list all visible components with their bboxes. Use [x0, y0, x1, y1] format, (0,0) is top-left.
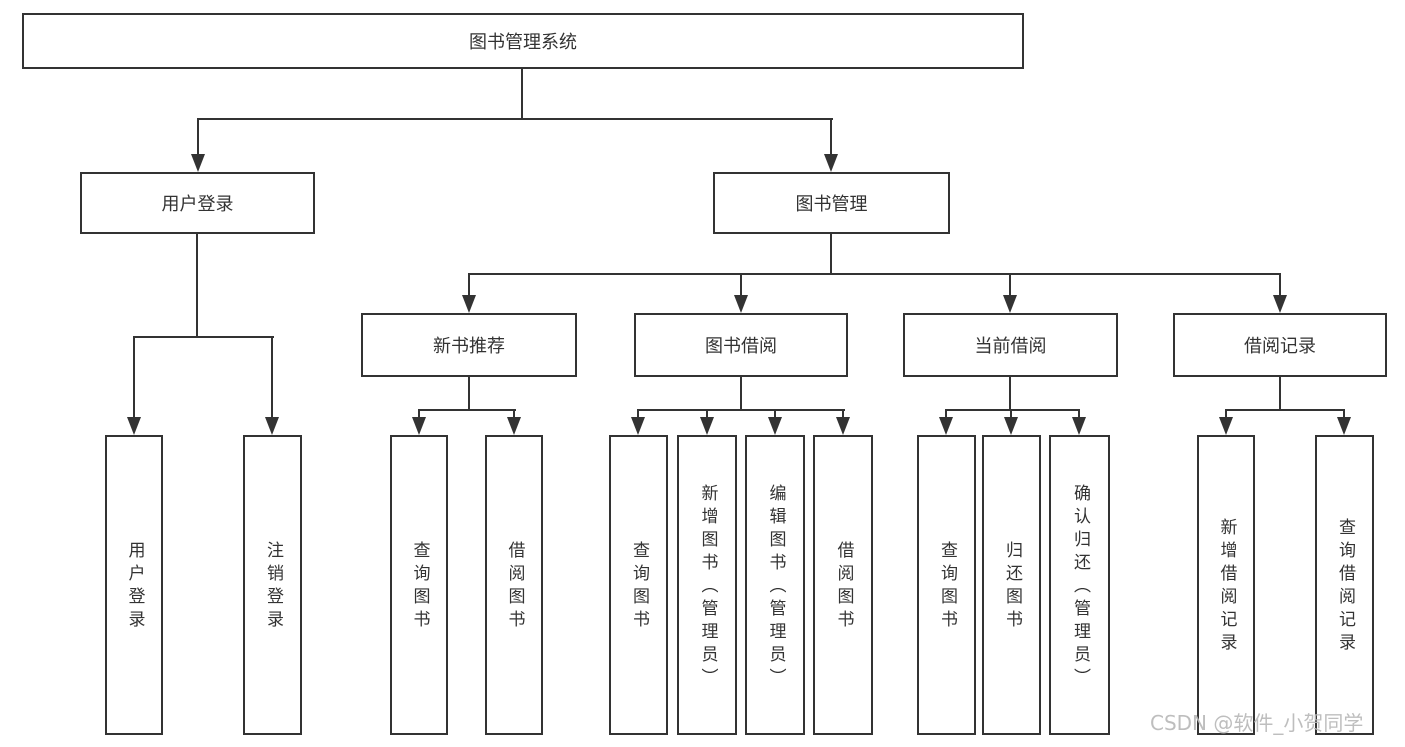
connector-line	[521, 69, 523, 118]
connector-line	[945, 409, 1080, 411]
arrow-down-icon	[265, 336, 279, 435]
connector-line	[1225, 409, 1345, 411]
arrow-down-icon	[412, 409, 426, 435]
connector-line	[196, 234, 198, 336]
arrow-down-icon	[127, 336, 141, 435]
arrow-down-icon	[462, 273, 476, 313]
arrow-down-icon	[1337, 409, 1351, 435]
node-leaf-user-login: 用户登录	[105, 435, 163, 735]
arrow-down-icon	[1273, 273, 1287, 313]
arrow-down-icon	[631, 409, 645, 435]
node-root-book-management-system: 图书管理系统	[22, 13, 1024, 69]
arrow-down-icon	[1004, 409, 1018, 435]
connector-line	[468, 377, 470, 409]
node-leaf-query-books-3: 查询图书	[917, 435, 976, 735]
node-leaf-return-books: 归还图书	[982, 435, 1041, 735]
node-leaf-query-books-2: 查询图书	[609, 435, 668, 735]
arrow-down-icon	[939, 409, 953, 435]
connector-line	[133, 336, 274, 338]
node-leaf-query-borrow-record: 查询借阅记录	[1315, 435, 1374, 735]
connector-line	[1279, 377, 1281, 409]
node-book-management: 图书管理	[713, 172, 950, 234]
arrow-down-icon	[836, 409, 850, 435]
watermark-text: CSDN @软件_小贺同学	[1150, 711, 1364, 735]
arrow-down-icon	[734, 273, 748, 313]
connector-line	[468, 273, 1281, 275]
node-leaf-query-books-1: 查询图书	[390, 435, 448, 735]
node-current-borrowing: 当前借阅	[903, 313, 1118, 377]
node-leaf-edit-books-admin: 编辑图书（管理员）	[745, 435, 805, 735]
node-leaf-add-borrow-record: 新增借阅记录	[1197, 435, 1255, 735]
arrow-down-icon	[700, 409, 714, 435]
arrow-down-icon	[824, 118, 838, 172]
node-leaf-add-books-admin: 新增图书（管理员）	[677, 435, 737, 735]
node-book-borrowing: 图书借阅	[634, 313, 848, 377]
node-leaf-borrow-books-1: 借阅图书	[485, 435, 543, 735]
node-leaf-logout: 注销登录	[243, 435, 302, 735]
arrow-down-icon	[191, 118, 205, 172]
node-user-login: 用户登录	[80, 172, 315, 234]
node-new-book-recommendation: 新书推荐	[361, 313, 577, 377]
node-leaf-borrow-books-2: 借阅图书	[813, 435, 873, 735]
connector-line	[740, 377, 742, 409]
arrow-down-icon	[768, 409, 782, 435]
arrow-down-icon	[1219, 409, 1233, 435]
arrow-down-icon	[1072, 409, 1086, 435]
connector-line	[637, 409, 845, 411]
node-leaf-confirm-return-admin: 确认归还（管理员）	[1049, 435, 1110, 735]
connector-line	[418, 409, 516, 411]
arrow-down-icon	[1003, 273, 1017, 313]
connector-line	[1009, 377, 1011, 409]
connector-line	[197, 118, 833, 120]
arrow-down-icon	[507, 409, 521, 435]
node-borrowing-records: 借阅记录	[1173, 313, 1387, 377]
connector-line	[830, 234, 832, 273]
